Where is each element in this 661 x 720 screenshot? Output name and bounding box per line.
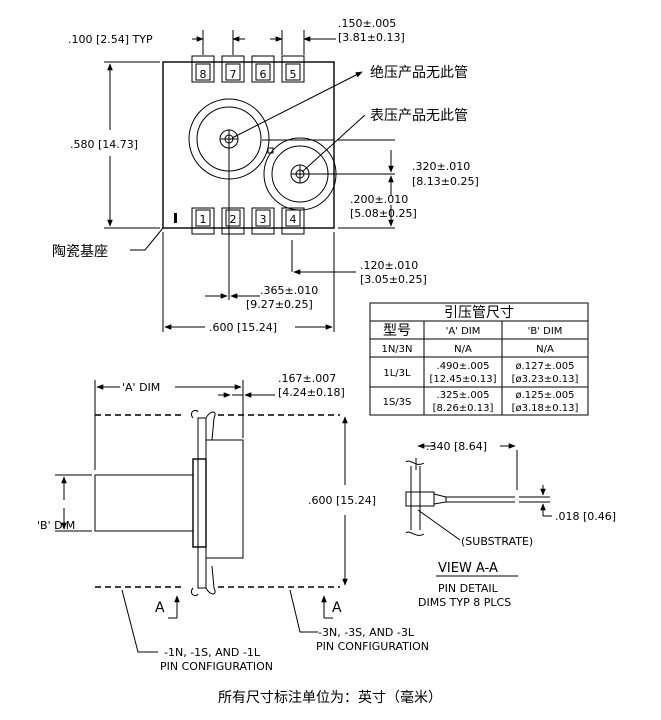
pin-number: 3 xyxy=(260,213,267,226)
pin-3: 3 xyxy=(251,207,275,235)
dim-pin-length: .340 [8.64] xyxy=(426,440,487,453)
table-cell: [8.26±0.13] xyxy=(433,403,494,414)
table-cell: [ø3.23±0.13] xyxy=(512,374,579,385)
view-subtitle: PIN DETAIL xyxy=(438,582,499,595)
dim-pin-pitch: .100 [2.54] TYP xyxy=(68,33,153,46)
dim-b: 'B' DIM xyxy=(37,519,75,532)
substrate xyxy=(197,417,207,589)
dim-thickness-mm: [4.24±0.18] xyxy=(278,386,345,399)
table-cell: [12.45±0.13] xyxy=(429,374,496,385)
view-title: VIEW A-A xyxy=(438,561,498,576)
side-view: 'A' DIM .167±.007 [4.24±0.18] 'B' DIM .6… xyxy=(37,372,429,673)
units-footnote: 所有尺寸标注单位为：英寸（毫米） xyxy=(218,689,442,706)
pin-number: 1 xyxy=(200,213,207,226)
dim-port-y2: .200±.010 xyxy=(350,193,408,206)
dim-lead-width: .150±.005 xyxy=(338,17,396,30)
pin-5: 5 xyxy=(281,55,305,83)
port-tube xyxy=(94,474,194,532)
dim-height: .580 [14.73] xyxy=(70,138,138,151)
dim-pin-thickness: .018 [0.46] xyxy=(555,510,616,523)
config-left-line1: -1N, -1S, AND -1L xyxy=(164,646,261,659)
ext-pitch xyxy=(202,30,234,55)
table-title: 引压管尺寸 xyxy=(444,305,514,321)
base-plate xyxy=(192,458,207,548)
pin-number: 5 xyxy=(290,68,297,81)
dim-port-x-mm: [9.27±0.25] xyxy=(246,298,313,311)
bottom-pin-row: 1 2 3 4 xyxy=(191,207,305,235)
table-cell: 1L/3L xyxy=(383,368,411,379)
table-cell: 1N/3N xyxy=(381,344,412,355)
table-header-b: 'B' DIM xyxy=(528,326,563,337)
pin-number: 8 xyxy=(200,68,207,81)
pin-number: 2 xyxy=(230,213,237,226)
dim-port-y: .320±.010 xyxy=(412,160,470,173)
dim-port-y2-mm: [5.08±0.25] xyxy=(350,207,417,220)
top-view: 8 7 6 5 1 2 xyxy=(52,17,479,334)
pin1-marker xyxy=(174,213,177,223)
pin-7: 7 xyxy=(221,55,245,83)
pin-6: 6 xyxy=(251,55,275,83)
pin-2: 2 xyxy=(221,207,245,235)
pin-number: 7 xyxy=(230,68,237,81)
dim-pin-offset: .120±.010 xyxy=(360,259,418,272)
section-label-left: A xyxy=(155,600,165,616)
pin-4: 4 xyxy=(281,207,305,235)
config-right-line1: -3N, -3S, AND -3L xyxy=(318,626,415,639)
label-absolute-port: 绝压产品无此管 xyxy=(370,65,468,81)
top-pin-row: 8 7 6 5 xyxy=(191,55,305,83)
table-cell: N/A xyxy=(536,344,554,355)
label-gauge-port: 表压产品无此管 xyxy=(370,108,468,124)
pin-clip xyxy=(405,491,435,507)
table-header-a: 'A' DIM xyxy=(446,326,481,337)
config-right-line2: PIN CONFIGURATION xyxy=(316,640,429,653)
pin-number: 6 xyxy=(260,68,267,81)
pin-number: 4 xyxy=(290,213,297,226)
pin-8: 8 xyxy=(191,55,215,83)
table-cell: [ø3.18±0.13] xyxy=(512,403,579,414)
dim-side-height: .600 [15.24] xyxy=(308,494,376,507)
leader-base xyxy=(130,227,164,251)
dim-thickness: .167±.007 xyxy=(278,372,336,385)
pin-detail: .340 [8.64] .018 [0.46] (SUBSTRATE) VIEW… xyxy=(405,440,616,609)
table-cell: 1S/3S xyxy=(383,397,412,408)
config-left-line2: PIN CONFIGURATION xyxy=(160,660,273,673)
label-ceramic-base: 陶瓷基座 xyxy=(52,243,108,260)
table-cell: N/A xyxy=(454,344,472,355)
leader-absolute xyxy=(231,71,363,139)
dim-port-y-mm: [8.13±0.25] xyxy=(412,175,479,188)
dim-a: 'A' DIM xyxy=(122,381,160,394)
port-table: 引压管尺寸 型号 'A' DIM 'B' DIM 1N/3N N/A N/A 1… xyxy=(369,302,589,416)
label-substrate: (SUBSTRATE) xyxy=(461,535,533,548)
view-note: DIMS TYP 8 PLCS xyxy=(418,596,511,609)
table-cell: .325±.005 xyxy=(437,390,490,401)
package-outline xyxy=(162,61,335,229)
dim-width: .600 [15.24] xyxy=(209,321,277,334)
table-cell: ø.127±.005 xyxy=(515,361,574,372)
dim-pin-offset-mm: [3.05±0.25] xyxy=(360,273,427,286)
section-label-right: A xyxy=(332,600,342,616)
table-cell: .490±.005 xyxy=(437,361,490,372)
table-cell: ø.125±.005 xyxy=(515,390,574,401)
leader-gauge xyxy=(301,114,366,173)
dim-lead-width-mm: [3.81±0.13] xyxy=(338,31,405,44)
table-header-model: 型号 xyxy=(383,323,411,339)
pin-lead xyxy=(446,496,545,503)
pin-1: 1 xyxy=(191,207,215,235)
package-body xyxy=(205,439,244,559)
dim-port-x: .365±.010 xyxy=(260,284,318,297)
